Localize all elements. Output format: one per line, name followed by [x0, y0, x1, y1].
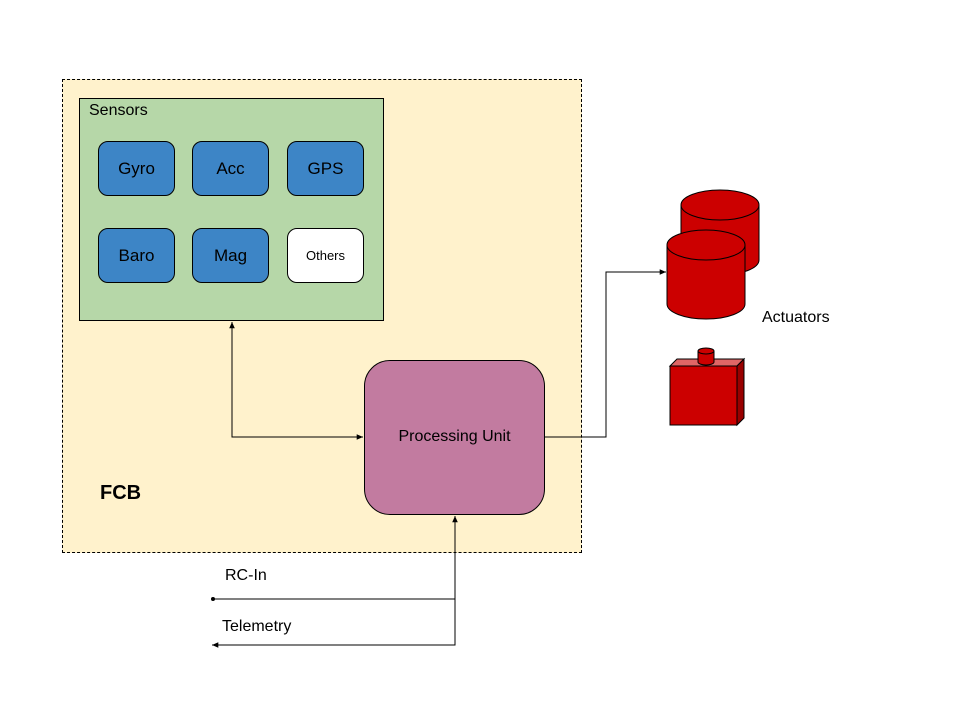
sensor-gps-label: GPS	[307, 158, 344, 178]
motor-cylinder-icon	[666, 189, 760, 320]
actuators-label: Actuators	[762, 309, 830, 326]
sensor-gyro-label: Gyro	[118, 158, 155, 178]
rc-in-label: RC-In	[225, 567, 267, 584]
fcb-label: FCB	[100, 482, 142, 504]
sensor-mag[interactable]: Mag	[192, 228, 269, 283]
sensor-gyro[interactable]: Gyro	[98, 141, 175, 196]
telemetry-label: Telemetry	[222, 618, 292, 635]
sensor-others[interactable]: Others	[287, 228, 364, 283]
sensor-baro-label: Baro	[118, 245, 155, 265]
telemetry-connector	[212, 599, 456, 648]
processing-unit-label: Processing Unit	[398, 428, 511, 445]
sensor-acc-label: Acc	[216, 158, 245, 178]
rc-in-connector	[213, 516, 458, 600]
rc-in-endpoint-dot	[211, 597, 215, 601]
sensors-label: Sensors	[89, 102, 148, 119]
servo-box-icon	[668, 347, 746, 427]
sensors-group	[79, 98, 384, 321]
sensor-gps[interactable]: GPS	[287, 141, 364, 196]
pu-actuators-connector	[545, 269, 666, 438]
sensor-acc[interactable]: Acc	[192, 141, 269, 196]
sensor-others-label: Others	[305, 248, 345, 263]
sensor-baro[interactable]: Baro	[98, 228, 175, 283]
sensor-mag-label: Mag	[213, 245, 248, 265]
sensors-pu-connector	[229, 322, 363, 440]
processing-unit[interactable]	[364, 360, 545, 515]
